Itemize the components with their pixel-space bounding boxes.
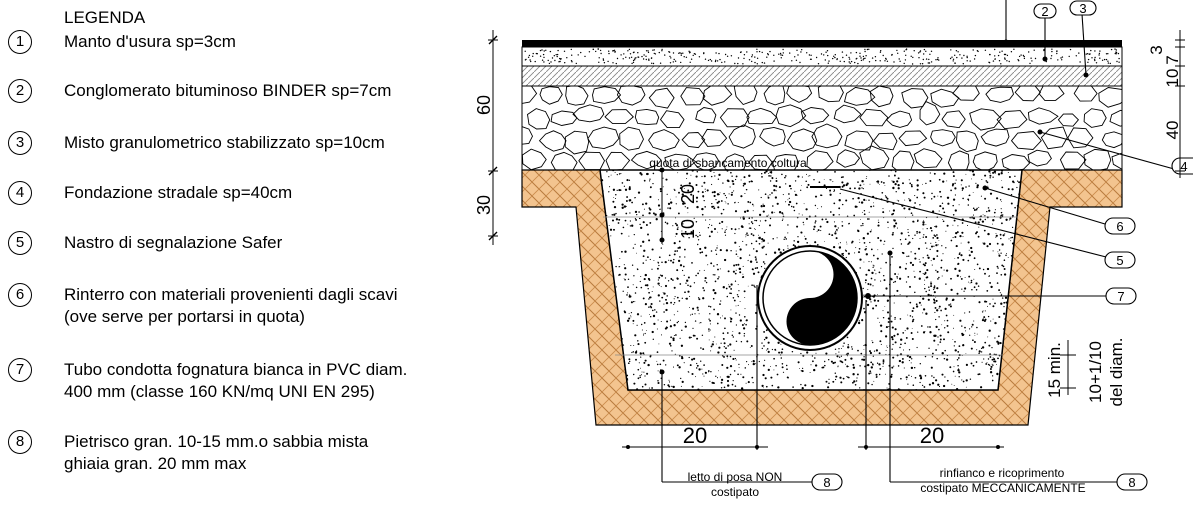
legend-number: 7 (8, 358, 32, 382)
legend-number: 1 (8, 30, 32, 54)
drawing-labels: quota di sbancamento coltura letto di po… (649, 156, 1085, 499)
quota-label: quota di sbancamento coltura (649, 156, 807, 170)
dim-10-inner-label: 10 (678, 219, 698, 239)
foundation-stones (522, 86, 1122, 171)
legend-line: (ove serve per portarsi in quota) (64, 307, 305, 326)
inner-dimension: 20 10 (661, 168, 698, 244)
dim-3-label: 3 (1147, 45, 1166, 54)
left-dimension: 60 30 (474, 30, 498, 245)
dim-40-label: 40 (1163, 121, 1182, 140)
dim-diam-line1-label: 10+1/10 (1086, 341, 1105, 403)
legend-number: 3 (8, 131, 32, 155)
legend-title: LEGENDA (64, 8, 146, 27)
callout-8-left-label: 8 (823, 475, 830, 490)
dim-15-min-label: 15 min. (1045, 342, 1064, 398)
legend-line: Rinterro con materiali provenienti dagli… (64, 285, 398, 304)
pipe (757, 245, 871, 351)
legend-text: Rinterro con materiali provenienti dagli… (64, 284, 398, 328)
callout-tags: 2 3 4 6 5 7 8 8 (811, 0, 1193, 491)
legend-text: Nastro di segnalazione Safer (64, 233, 283, 252)
legend-number: 2 (8, 79, 32, 103)
dim-10-label: 10 (1163, 69, 1182, 88)
legend-text: Fondazione stradale sp=40cm (64, 183, 293, 202)
callout-4-label: 4 (1180, 159, 1187, 174)
callout-8-right-label: 8 (1128, 475, 1135, 490)
callout-7: 7 (1105, 287, 1137, 305)
callout-2: 2 (1033, 3, 1057, 19)
dim-20-inner-label: 20 (678, 184, 698, 204)
dim-30-label: 30 (474, 195, 494, 215)
callout-8-left: 8 (811, 473, 843, 491)
legend-line: 400 mm (classe 160 KN/mq UNI EN 295) (64, 382, 375, 401)
callout-6-label: 6 (1116, 219, 1123, 234)
legend-line: Tubo condotta fognatura bianca in PVC di… (64, 360, 408, 379)
binder-layer (521, 46, 1123, 67)
legend: LEGENDA 1 Manto d'usura sp=3cm 2 Conglom… (0, 0, 500, 523)
legend-text: Manto d'usura sp=3cm (64, 32, 236, 51)
legend-number: 6 (8, 283, 32, 307)
callout-3: 3 (1069, 0, 1097, 16)
legend-line: ghiaia gran. 20 mm max (64, 454, 247, 473)
dim-7-label: 7 (1163, 55, 1182, 64)
callout-5: 5 (1104, 251, 1136, 269)
letto-label-line2: costipato (711, 485, 759, 499)
callout-7-label: 7 (1117, 289, 1124, 304)
dim-20-right-label: 20 (920, 423, 944, 448)
rinfianco-label-line1: rinfianco e ricoprimento (940, 466, 1065, 480)
pipe-section-fill (786, 251, 857, 345)
legend-text: Tubo condotta fognatura bianca in PVC di… (64, 359, 407, 403)
stabilized-layer (521, 65, 1123, 87)
binder-dots (524, 48, 1120, 65)
leader-lines (661, 0, 1186, 483)
callout-6: 6 (1104, 217, 1136, 235)
legend-text: Conglomerato bituminoso BINDER sp=7cm (64, 81, 392, 100)
legend-text: Pietrisco gran. 10-15 mm.o sabbia mista … (64, 431, 368, 475)
legend-number: 5 (8, 231, 32, 255)
dim-20-left-label: 20 (683, 423, 707, 448)
road-layers (521, 40, 1123, 172)
callout-5-label: 5 (1116, 253, 1123, 268)
callout-3-label: 3 (1079, 1, 1086, 16)
bottom-dimensions: 20 20 (622, 423, 1004, 449)
side-dimensions: 15 min. 10+1/10 del diam. (1045, 338, 1126, 407)
letto-label-line1: letto di posa NON (688, 470, 783, 484)
legend-number: 8 (8, 430, 32, 454)
callout-2-label: 2 (1041, 4, 1048, 19)
rinfianco-label-line2: costipato MECCANICAMENTE (920, 481, 1085, 495)
dim-diam-line2-label: del diam. (1107, 338, 1126, 407)
callout-8-right: 8 (1116, 473, 1148, 491)
callout-4: 4 (1171, 157, 1193, 175)
legend-text: Misto granulometrico stabilizzato sp=10c… (64, 133, 385, 152)
legend-number: 4 (8, 181, 32, 205)
legend-line: Pietrisco gran. 10-15 mm.o sabbia mista (64, 432, 369, 451)
dim-60-label: 60 (474, 95, 494, 115)
right-dimension: 7 3 10 40 (1147, 30, 1185, 178)
wearing-course-layer (522, 40, 1122, 47)
